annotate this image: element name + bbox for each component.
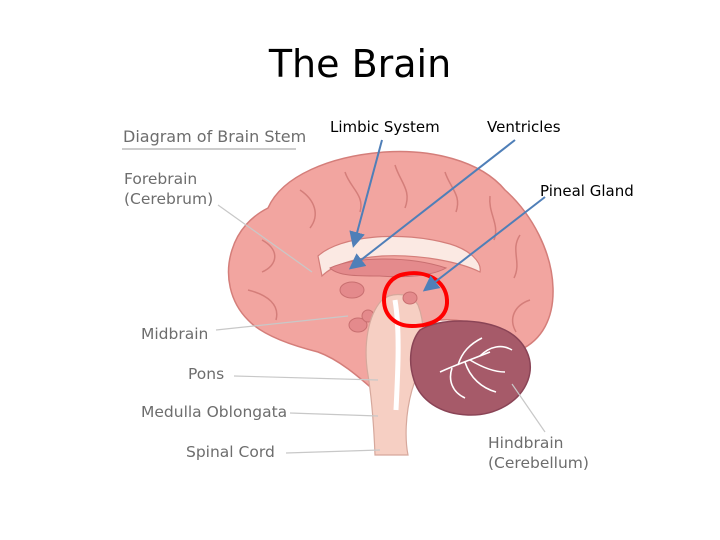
- brainstem-shape: [365, 294, 424, 456]
- pons-label: Pons: [188, 365, 225, 383]
- cerebellum-shape: [409, 320, 531, 416]
- hindbrain-leader: [511, 383, 546, 433]
- forebrain-label: Forebrain: [124, 170, 198, 188]
- limbic-system-label: Limbic System: [330, 118, 440, 136]
- diagram-heading: Diagram of Brain Stem: [123, 127, 307, 146]
- leader-lines: [215, 204, 546, 454]
- ventricles-label: Ventricles: [487, 118, 561, 136]
- medulla-label: Medulla Oblongata: [141, 403, 288, 421]
- midbrain-leader: [215, 315, 349, 331]
- pineal-gland-label: Pineal Gland: [540, 182, 634, 200]
- limbic-arrow: [349, 139, 383, 248]
- pituitary-shape: [348, 317, 368, 333]
- pons-leader: [233, 375, 379, 381]
- cerebrum-label: (Cerebrum): [124, 190, 214, 208]
- callout-arrows: [348, 139, 546, 292]
- forebrain-leader: [217, 204, 313, 273]
- cerebrum-folds: [247, 164, 531, 333]
- ventricles-arrow: [348, 139, 516, 270]
- cerebellum-branches: [439, 337, 513, 399]
- spinal-cord-leader: [285, 449, 381, 454]
- pineal-highlight-circle: [381, 271, 449, 329]
- thalamus-shape: [339, 281, 365, 299]
- cerebral-aqueduct: [392, 299, 401, 411]
- cerebellum-label: (Cerebellum): [488, 454, 589, 472]
- slide-title: The Brain: [268, 42, 452, 86]
- spinal-cord-label: Spinal Cord: [186, 443, 275, 461]
- hindbrain-label: Hindbrain: [488, 434, 564, 452]
- pineal-gland-shape: [402, 291, 418, 305]
- medulla-leader: [289, 412, 379, 417]
- midbrain-label: Midbrain: [141, 325, 209, 343]
- pineal-arrow: [422, 196, 546, 292]
